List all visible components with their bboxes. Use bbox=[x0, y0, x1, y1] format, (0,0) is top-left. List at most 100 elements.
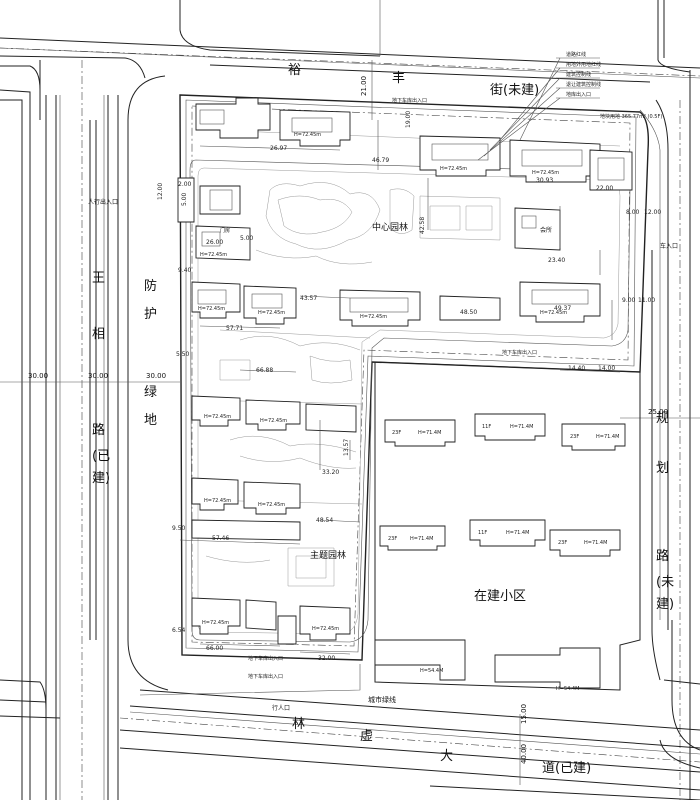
west-entrance-label: 人行出入口 bbox=[88, 198, 118, 206]
tower-h bbox=[494, 647, 601, 689]
clubhouse bbox=[514, 207, 561, 251]
center-garden-label: 中心园林 bbox=[372, 221, 408, 233]
landscape bbox=[205, 182, 501, 587]
west-gate bbox=[177, 177, 241, 223]
gate-label: 门房 bbox=[220, 227, 230, 234]
building-row3-2 bbox=[245, 399, 301, 431]
city-green-label: 城市绿线 bbox=[368, 695, 396, 704]
label-south-1-h: H=72.45m bbox=[202, 620, 229, 626]
building-north-5 bbox=[589, 149, 633, 191]
dim-west-setback: 12.00 bbox=[157, 183, 164, 200]
label-row3-1-h: H=72.45m bbox=[204, 414, 231, 420]
road-east-char-1: 规 bbox=[656, 411, 669, 426]
label-row3-2-h: H=72.45m bbox=[260, 418, 287, 424]
dim-d17: 14.00 bbox=[598, 365, 615, 372]
building-south-3 bbox=[299, 605, 351, 641]
dim-north-road: 21.00 bbox=[360, 76, 368, 96]
dim-d16: 14.40 bbox=[568, 365, 585, 372]
dim-d14: 66.00 bbox=[206, 645, 223, 652]
label-tower-c-h: H=71.4M bbox=[596, 434, 619, 440]
label-south-3-h: H=72.45m bbox=[312, 626, 339, 632]
east-garage-label: 地下车库出入口 bbox=[502, 349, 537, 356]
south-gate bbox=[277, 615, 297, 645]
tower-e bbox=[469, 519, 546, 547]
dim-d8: 57.71 bbox=[226, 325, 243, 332]
road-north-char-3: 街(未建) bbox=[490, 83, 539, 98]
dim-d11: 33.20 bbox=[322, 469, 339, 476]
road-west-char-3: 路 bbox=[92, 422, 105, 438]
dim-west-road-b: 30.00 bbox=[88, 372, 108, 380]
north-garage-label: 地下车库出入口 bbox=[392, 97, 427, 104]
label-tower-c-floors: 23F bbox=[570, 434, 579, 440]
dim-east-road: 25.00 bbox=[648, 408, 668, 416]
building-row2-2 bbox=[243, 285, 297, 325]
dim-east-setback-c: 9.00 bbox=[622, 297, 636, 304]
dim-d25: 9.50 bbox=[172, 525, 186, 532]
building-north-1 bbox=[195, 97, 271, 139]
building-row3-1 bbox=[191, 395, 241, 427]
dim-west-road-c: 30.00 bbox=[146, 372, 166, 380]
label-row2-3-h: H=72.45m bbox=[360, 314, 387, 320]
dim-d9: 48.50 bbox=[460, 309, 477, 316]
tower-f bbox=[549, 529, 621, 557]
label-row4-1-h: H=72.45m bbox=[204, 498, 231, 504]
road-east-char-3: 路 bbox=[656, 548, 669, 564]
road-west-char-1: 王 bbox=[92, 271, 105, 286]
label-tower-d-h: H=71.4M bbox=[410, 536, 433, 542]
building-north-3 bbox=[419, 135, 501, 177]
label-north-4-h: H=72.45m bbox=[532, 170, 559, 176]
label-tower-b-h: H=71.4M bbox=[510, 424, 533, 430]
south-garage-label-2: 地下车库出入口 bbox=[248, 673, 283, 680]
label-row2-1-h: H=72.45m bbox=[198, 306, 225, 312]
legend-leaders bbox=[477, 57, 600, 161]
label-tower-a-h: H=71.4M bbox=[418, 430, 441, 436]
dim-d20: 5.00 bbox=[181, 192, 188, 206]
road-west-char-4: (已 bbox=[92, 449, 110, 464]
tower-c bbox=[561, 423, 626, 451]
dim-d22: 5.50 bbox=[176, 351, 190, 358]
dim-d23: 13.57 bbox=[343, 439, 350, 456]
dim-d21: 9.40 bbox=[178, 267, 192, 274]
dim-d24: 6.54 bbox=[172, 627, 186, 634]
road-south-char-1: 林 bbox=[292, 717, 305, 732]
legend-item-1: 道路红线 bbox=[566, 51, 586, 58]
dimension-lines bbox=[179, 120, 621, 655]
building-north-2 bbox=[279, 109, 351, 147]
building-south-1 bbox=[191, 597, 241, 635]
buffer-char-2: 护 bbox=[144, 307, 157, 322]
road-west-char-2: 相 bbox=[92, 327, 105, 342]
dim-d26: 2.00 bbox=[178, 181, 192, 188]
building-row4-2 bbox=[243, 481, 301, 515]
building-south-2 bbox=[245, 599, 277, 631]
dim-d1: 26.97 bbox=[270, 145, 287, 152]
legend: 道路红线 用地外用地红线 建筑控制线 退让建筑控制线 地库出入口 bbox=[566, 51, 601, 98]
dim-d5: 23.40 bbox=[548, 257, 565, 264]
legend-item-2: 用地外用地红线 bbox=[566, 61, 601, 68]
buildings bbox=[177, 97, 633, 645]
building-labels: 23F H=71.4M 11F H=71.4M 23F H=71.4M 23F … bbox=[198, 132, 619, 692]
theme-garden-label: 主题园林 bbox=[310, 549, 346, 561]
road-north-char-1: 裕 bbox=[288, 63, 301, 78]
dim-south-road-b: 40.00 bbox=[520, 744, 528, 764]
label-west-a-h: H=72.45m bbox=[200, 252, 227, 258]
road-east-char-2: 划 bbox=[656, 461, 669, 476]
label-tower-d-floors: 23F bbox=[388, 536, 397, 542]
building-row4-3 bbox=[191, 519, 301, 541]
building-row2-4 bbox=[439, 295, 501, 321]
construction-label: 在建小区 bbox=[474, 589, 526, 604]
buffer-char-4: 地 bbox=[144, 413, 157, 428]
label-tower-f-h: H=71.4M bbox=[584, 540, 607, 546]
road-south-char-3: 大 bbox=[440, 749, 453, 764]
dim-d12: 48.54 bbox=[316, 517, 333, 524]
dim-north-setback-a: 22.00 bbox=[596, 185, 613, 192]
label-tower-b-floors: 11F bbox=[482, 424, 491, 430]
building-row3-3 bbox=[305, 403, 357, 433]
south-entrance-label: 行人口 bbox=[272, 704, 290, 712]
label-tower-f-floors: 23F bbox=[558, 540, 567, 546]
dim-west-road-a: 30.00 bbox=[28, 372, 48, 380]
dim-d7: 49.37 bbox=[554, 305, 571, 312]
road-north-char-2: 丰 bbox=[392, 71, 405, 86]
buffer-char-3: 绿 bbox=[144, 385, 157, 400]
legend-item-5: 地库出入口 bbox=[566, 91, 591, 98]
